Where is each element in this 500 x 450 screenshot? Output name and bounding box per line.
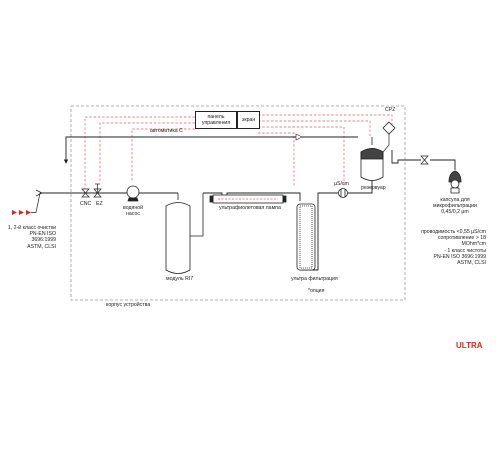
brand-label: ULTRA (456, 341, 483, 350)
pump-label: водяной насос (123, 205, 143, 218)
ez-valve-icon (93, 183, 102, 198)
inlet-check-icon (35, 189, 43, 197)
cpz-filter-icon (382, 121, 396, 135)
module-ri7-tank (165, 202, 191, 274)
housing-label: корпус устройства (106, 302, 151, 308)
microfiltration-capsule-icon (448, 170, 462, 194)
recirculation-line (63, 136, 358, 164)
uv-lamp (209, 194, 287, 204)
check-valve-arrow (295, 133, 303, 141)
control-lines (84, 114, 393, 190)
ultrafiltration-label: ультра фильтрация (291, 276, 338, 282)
conductivity-label: µS/cm (334, 181, 349, 187)
ultrafiltration-cartridge (296, 203, 316, 271)
inlet-arrows (12, 210, 31, 215)
capsule-label: капсула для микрофильтрации 0,45/0,2 µm (433, 197, 477, 216)
outlet-valve-icon (420, 155, 429, 165)
uv-lamp-label: ультрафиолетовая лампа (219, 205, 281, 211)
module-ri7-label: модуль RI7 (166, 276, 194, 282)
automation-label: автоматика C (150, 128, 183, 134)
reservoir-label: резервуар (361, 185, 386, 191)
reservoir-tank (360, 148, 384, 181)
screen-box: экран (237, 111, 260, 129)
inlet-spec-label: 1, 2-й класс очистки PN-EN ISO 3696:1999… (7, 225, 56, 250)
output-spec-label: проводимость <0,55 µS/cm сопротивление >… (421, 229, 486, 267)
cnc-label: CNC (80, 201, 92, 207)
device-housing-frame (70, 105, 406, 301)
cpz-label: CPZ (385, 107, 396, 113)
cnc-valve-icon (81, 188, 90, 198)
conductivity-sensor-icon (338, 188, 348, 198)
ez-label: EZ (96, 201, 103, 207)
control-panel-box: панель управления (195, 111, 237, 129)
water-pump-icon (126, 185, 140, 202)
option-label: *опция (308, 288, 325, 294)
